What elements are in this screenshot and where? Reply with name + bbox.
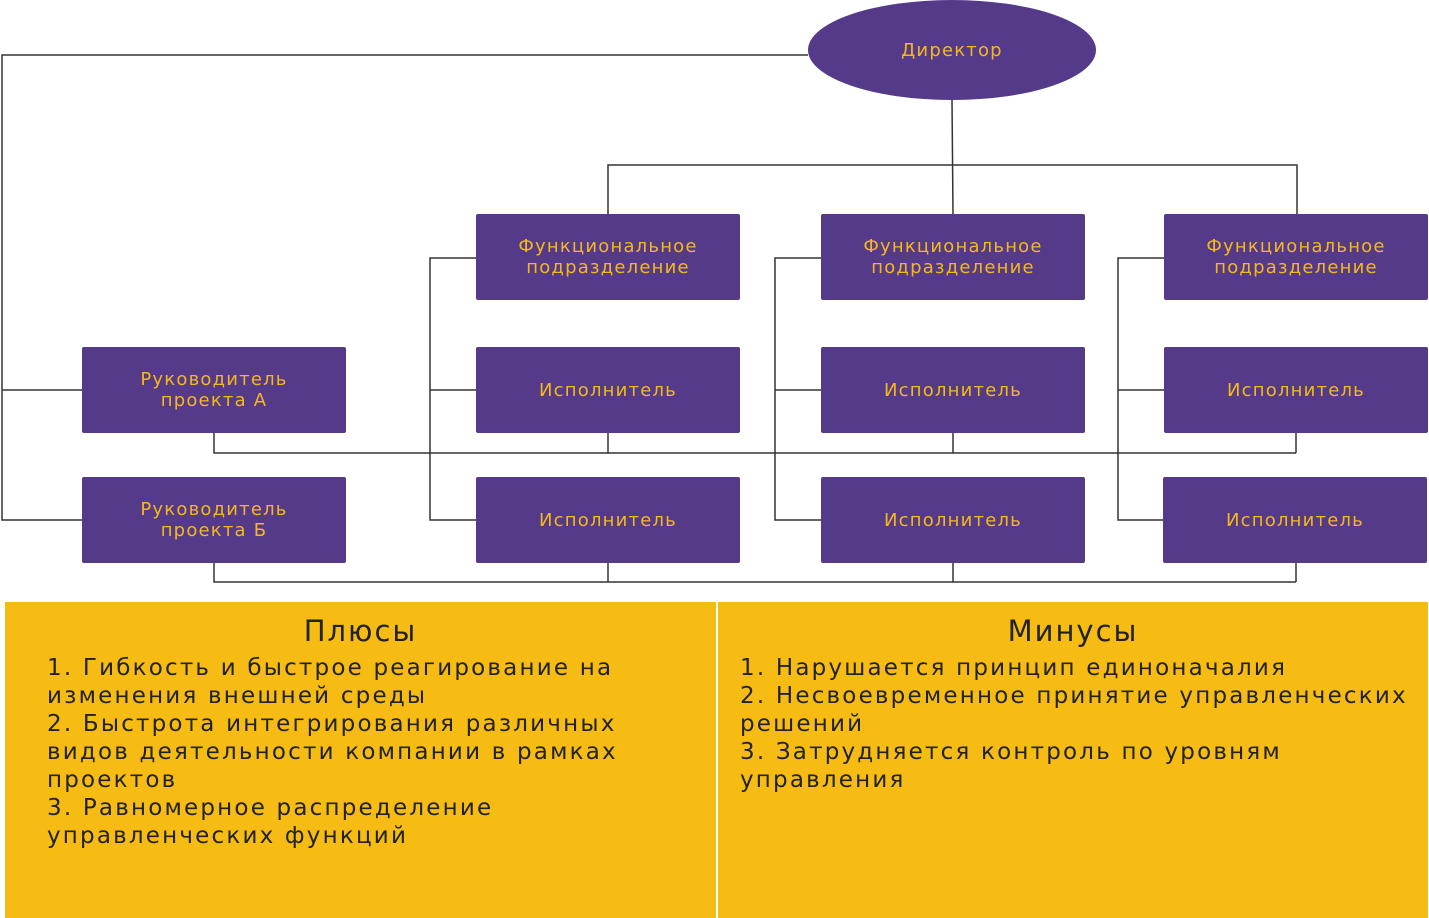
director-node: Директор [808, 0, 1096, 100]
pros-item: 3. Равномерное распределение управленчес… [47, 795, 494, 849]
node-label: Функциональное подразделение [863, 236, 1043, 278]
executor: Исполнитель [1164, 347, 1428, 433]
pros-title: Плюсы [303, 614, 418, 648]
pros-item: 2. Быстрота интегрирования различных вид… [47, 711, 618, 793]
cons-title: Минусы [1007, 614, 1139, 648]
node-label: Функциональное подразделение [1206, 236, 1386, 278]
node-label: Руководитель проекта А [140, 369, 288, 411]
project-manager-a: Руководитель проекта А [82, 347, 346, 433]
functional-unit-1: Функциональное подразделение [476, 214, 740, 300]
cons-item: 1. Нарушается принцип единоначалия [740, 655, 1288, 681]
node-label: Исполнитель [884, 379, 1022, 401]
cons-panel: Минусы 1. Нарушается принцип единоначали… [718, 602, 1428, 918]
node-label: Функциональное подразделение [518, 236, 698, 278]
node-label: Исполнитель [884, 509, 1022, 531]
executor: Исполнитель [476, 347, 740, 433]
executor: Исполнитель [821, 477, 1085, 563]
project-manager-b: Руководитель проекта Б [82, 477, 346, 563]
node-label: Исполнитель [539, 509, 677, 531]
cons-item: 3. Затрудняется контроль по уровням упра… [740, 739, 1282, 793]
pros-panel: Плюсы 1. Гибкость и быстрое реагирование… [5, 602, 716, 918]
functional-unit-3: Функциональное подразделение [1164, 214, 1428, 300]
node-label: Исполнитель [1227, 379, 1365, 401]
node-label: Исполнитель [539, 379, 677, 401]
executor: Исполнитель [1163, 477, 1427, 563]
cons-item: 2. Несвоевременное принятие управленческ… [740, 683, 1408, 737]
node-label: Руководитель проекта Б [140, 499, 288, 541]
director-label: Директор [901, 39, 1003, 61]
node-label: Исполнитель [1226, 509, 1364, 531]
executor: Исполнитель [821, 347, 1085, 433]
functional-unit-2: Функциональное подразделение [821, 214, 1085, 300]
executor: Исполнитель [476, 477, 740, 563]
pros-item: 1. Гибкость и быстрое реагирование на из… [47, 655, 614, 709]
